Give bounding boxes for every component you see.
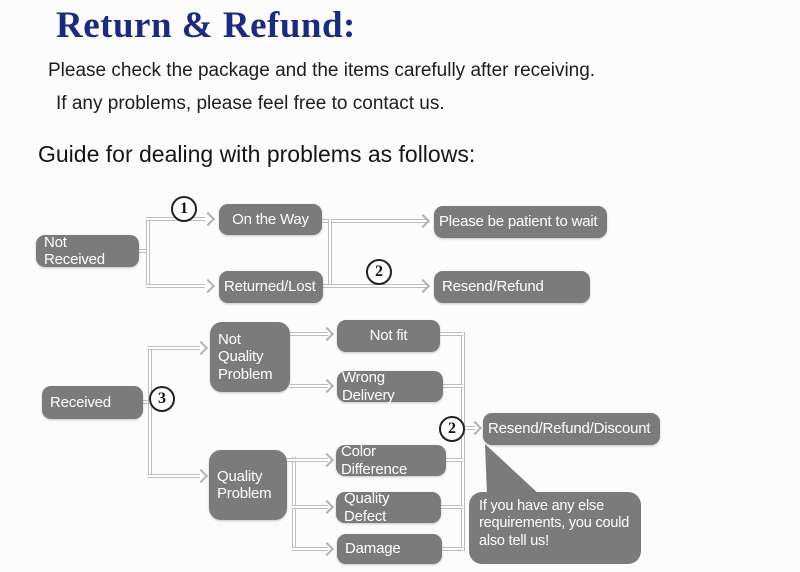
connector-line	[292, 547, 328, 551]
arrow-chevron-icon	[319, 378, 335, 394]
connector-line	[328, 219, 332, 288]
flow-node-damage: Damage	[337, 534, 442, 564]
intro-line-2: If any problems, please feel free to con…	[56, 93, 445, 114]
flow-node-resend-refund-discount: Resend/Refund/Discount	[483, 413, 660, 445]
connector-line	[290, 384, 328, 388]
page-title: Return & Refund:	[56, 5, 356, 46]
arrow-chevron-icon	[319, 541, 335, 557]
connector-line	[148, 346, 200, 350]
connector-line	[443, 384, 463, 388]
connector-line	[146, 217, 150, 288]
connector-line	[323, 284, 426, 288]
connector-line	[441, 505, 463, 509]
intro-line-1: Please check the package and the items c…	[48, 60, 596, 81]
arrow-chevron-icon	[467, 420, 483, 436]
connector-line	[322, 219, 426, 223]
flow-node-color-difference: Color Difference	[336, 443, 446, 478]
arrow-chevron-icon	[319, 452, 335, 468]
flow-node-not-fit: Not fit	[337, 320, 440, 352]
connector-line	[287, 458, 328, 462]
step-badge-3: 3	[149, 386, 175, 412]
connector-line	[463, 426, 475, 430]
connector-line	[139, 249, 149, 253]
arrow-chevron-icon	[200, 211, 216, 227]
connector-line	[290, 332, 328, 336]
flow-node-received: Received	[42, 386, 143, 419]
connector-line	[146, 284, 205, 288]
flow-node-quality-defect: Quality Defect	[336, 490, 441, 525]
flow-node-wrong-delivery: Wrong Delivery	[337, 369, 443, 404]
flow-node-please-wait: Please be patient to wait	[434, 206, 607, 238]
guide-heading: Guide for dealing with problems as follo…	[38, 141, 476, 167]
flow-node-not-quality-problem: Not Quality Problem	[210, 322, 290, 392]
arrow-chevron-icon	[319, 326, 335, 342]
arrow-chevron-icon	[193, 468, 209, 484]
step-badge-2b: 2	[439, 416, 465, 442]
arrow-chevron-icon	[193, 340, 209, 356]
arrow-chevron-icon	[415, 213, 431, 229]
connector-line	[292, 457, 296, 551]
flow-node-on-the-way: On the Way	[219, 204, 322, 235]
arrow-chevron-icon	[200, 278, 216, 294]
note-bubble: If you have any else requirements, you c…	[469, 492, 641, 564]
connector-line	[148, 474, 200, 478]
flow-node-returned-lost: Returned/Lost	[219, 271, 323, 303]
connector-line	[292, 505, 328, 509]
flow-node-quality-problem: Quality Problem	[209, 450, 287, 520]
flow-node-not-received: Not Received	[36, 234, 139, 268]
connector-line	[440, 332, 463, 336]
step-badge-1: 1	[171, 196, 197, 222]
arrow-chevron-icon	[415, 278, 431, 294]
connector-line	[148, 346, 152, 478]
flow-node-resend-refund: Resend/Refund	[434, 271, 590, 303]
connector-line	[442, 547, 463, 551]
connector-line	[446, 458, 463, 462]
arrow-chevron-icon	[319, 499, 335, 515]
step-badge-2: 2	[366, 259, 392, 285]
connector-line	[461, 332, 465, 551]
note-bubble-tail	[485, 444, 541, 496]
